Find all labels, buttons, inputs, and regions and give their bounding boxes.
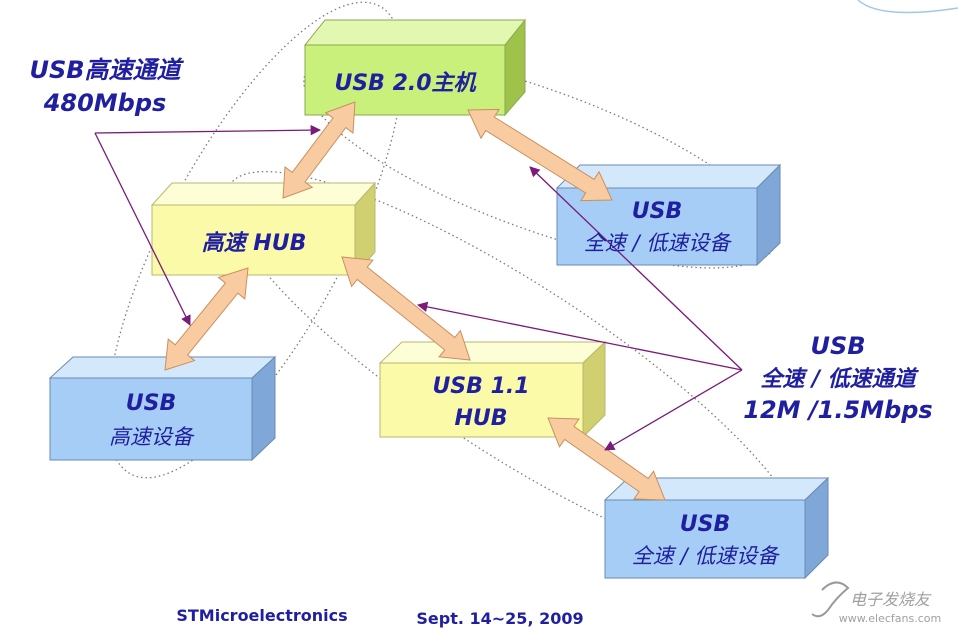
watermark-logo-icon — [811, 581, 850, 618]
high-speed-channel-label: USB高速通道 — [29, 56, 184, 84]
pointer-high-speed-to-host-link — [94, 124, 322, 136]
pointer-full-speed-to-bottom-link — [604, 369, 743, 451]
arrow-host-to-hs-hub — [282, 101, 356, 199]
pointer-full-speed-to-top-link — [529, 166, 743, 371]
host-label: USB 2.0主机 — [334, 71, 477, 96]
arrow-host-to-fs-top — [467, 108, 613, 202]
fs-device-top-box — [555, 163, 782, 267]
pointer-full-speed-to-hub-link — [416, 301, 743, 371]
watermark-text: 电子发烧友 — [850, 590, 932, 609]
hs-hub-label: 高速 HUB — [202, 230, 307, 256]
hs-device-box — [48, 355, 277, 462]
hs-device-label-line2: 高速设备 — [109, 425, 195, 449]
high-speed-channel-ellipse — [106, 1, 404, 479]
full-speed-channel-label-line2: 全速 / 低速通道 — [760, 366, 919, 392]
hub11-label-line1: USB 1.1 — [432, 374, 529, 399]
fs-device-top-label-line2: 全速 / 低速设备 — [584, 231, 732, 255]
fs-device-top-label-line1: USB — [632, 199, 682, 224]
hub11-label-line2: HUB — [454, 406, 507, 431]
hub11-box — [378, 340, 607, 439]
hs-device-label-line1: USB — [126, 391, 176, 416]
full-speed-channel-label-line1: USB — [810, 332, 865, 360]
pointer-lines — [94, 124, 743, 451]
link-arrows — [164, 101, 666, 501]
arrow-hub11-to-fs-bottom — [547, 417, 666, 501]
pointer-high-speed-to-device-link — [94, 132, 191, 326]
high-speed-channel-rate: 480Mbps — [43, 89, 167, 117]
arrow-hs-hub-to-hs-device — [164, 267, 249, 371]
hs-hub-box — [150, 181, 377, 277]
usb-host-box — [303, 18, 527, 117]
fs-device-bottom-label-line1: USB — [680, 512, 730, 537]
full-speed-channel-rate: 12M /1.5Mbps — [743, 396, 932, 424]
footer-date: Sept. 14~25, 2009 — [416, 609, 583, 628]
watermark: 电子发烧友 www.elecfans.com — [811, 581, 941, 625]
arrow-hs-hub-to-hub11 — [341, 256, 471, 361]
watermark-url: www.elecfans.com — [839, 612, 941, 625]
fs-device-bottom-label-line2: 全速 / 低速设备 — [632, 544, 780, 568]
corner-decoration — [857, 0, 958, 14]
footer-company: STMicroelectronics — [176, 606, 347, 625]
